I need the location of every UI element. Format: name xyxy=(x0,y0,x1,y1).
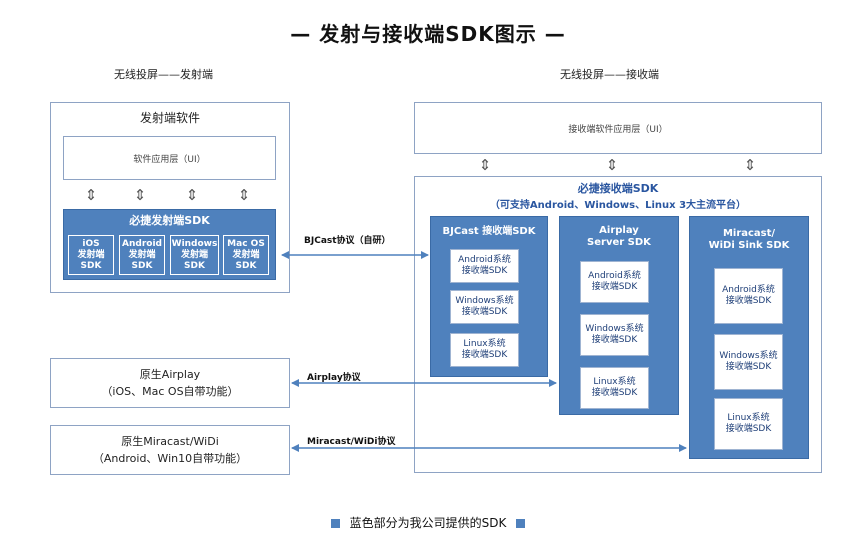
sender-box-title: 发射端软件 xyxy=(139,110,200,125)
native-miracast-line1: 原生Miracast/WiDi xyxy=(121,435,219,448)
sender-side-label: 无线投屏——发射端 xyxy=(114,68,213,81)
receiver-sdk-subtitle: （可支持Android、Windows、Linux 3大主流平台） xyxy=(489,200,747,211)
miracast-column-title: Miracast/ WiDi Sink SDK xyxy=(708,228,790,251)
bjcast-linux-sdk: Linux系统 接收端SDK xyxy=(450,333,519,367)
bjcast-column-title: BJCast 接收端SDK xyxy=(442,225,536,237)
miracast-windows-sdk: Windows系统 接收端SDK xyxy=(714,334,783,390)
sender-sdk-windows: Windows 发射端 SDK xyxy=(170,235,219,275)
bjcast-android-sdk: Android系统 接收端SDK xyxy=(450,249,519,283)
legend: 蓝色部分为我公司提供的SDK xyxy=(0,514,856,531)
receiver-sdk-title: 必捷接收端SDK xyxy=(577,181,659,195)
native-airplay-line1: 原生Airplay xyxy=(139,368,201,381)
bjcast-protocol-label: BJCast协议（自研） xyxy=(304,236,391,246)
double-arrow-icon: ⇕ xyxy=(478,156,492,174)
airplay-protocol-label: Airplay协议 xyxy=(307,373,361,383)
double-arrow-icon: ⇕ xyxy=(133,186,147,204)
double-arrow-icon: ⇕ xyxy=(84,186,98,204)
miracast-android-sdk: Android系统 接收端SDK xyxy=(714,268,783,324)
airplay-column-title: Airplay Server SDK xyxy=(587,225,651,248)
sender-sdk-ios: iOS 发射端 SDK xyxy=(68,235,114,275)
native-miracast-box xyxy=(50,425,290,475)
double-arrow-icon: ⇕ xyxy=(185,186,199,204)
sender-sdk-title: 必捷发射端SDK xyxy=(129,214,210,227)
double-arrow-icon: ⇕ xyxy=(237,186,251,204)
sender-sdk-android: Android 发射端 SDK xyxy=(119,235,165,275)
airplay-windows-sdk: Windows系统 接收端SDK xyxy=(580,314,649,356)
double-arrow-icon: ⇕ xyxy=(605,156,619,174)
miracast-linux-sdk: Linux系统 接收端SDK xyxy=(714,398,783,450)
legend-square-icon xyxy=(516,519,526,528)
bjcast-windows-sdk: Windows系统 接收端SDK xyxy=(450,290,519,324)
double-arrow-icon: ⇕ xyxy=(743,156,757,174)
legend-square-icon xyxy=(330,519,340,528)
sender-sdk-macos: Mac OS 发射端 SDK xyxy=(223,235,269,275)
airplay-android-sdk: Android系统 接收端SDK xyxy=(580,261,649,303)
receiver-app-layer: 接收端软件应用层（UI） xyxy=(414,102,822,154)
legend-text: 蓝色部分为我公司提供的SDK xyxy=(349,516,507,530)
native-airplay-line2: （iOS、Mac OS自带功能） xyxy=(101,385,239,398)
native-airplay-box xyxy=(50,358,290,408)
airplay-linux-sdk: Linux系统 接收端SDK xyxy=(580,367,649,409)
native-miracast-line2: （Android、Win10自带功能） xyxy=(92,452,248,465)
page-title: — 发射与接收端SDK图示 — xyxy=(290,22,566,46)
sender-app-layer: 软件应用层（UI） xyxy=(63,136,276,180)
receiver-side-label: 无线投屏——接收端 xyxy=(560,68,659,81)
miracast-protocol-label: Miracast/WiDi协议 xyxy=(307,437,396,447)
